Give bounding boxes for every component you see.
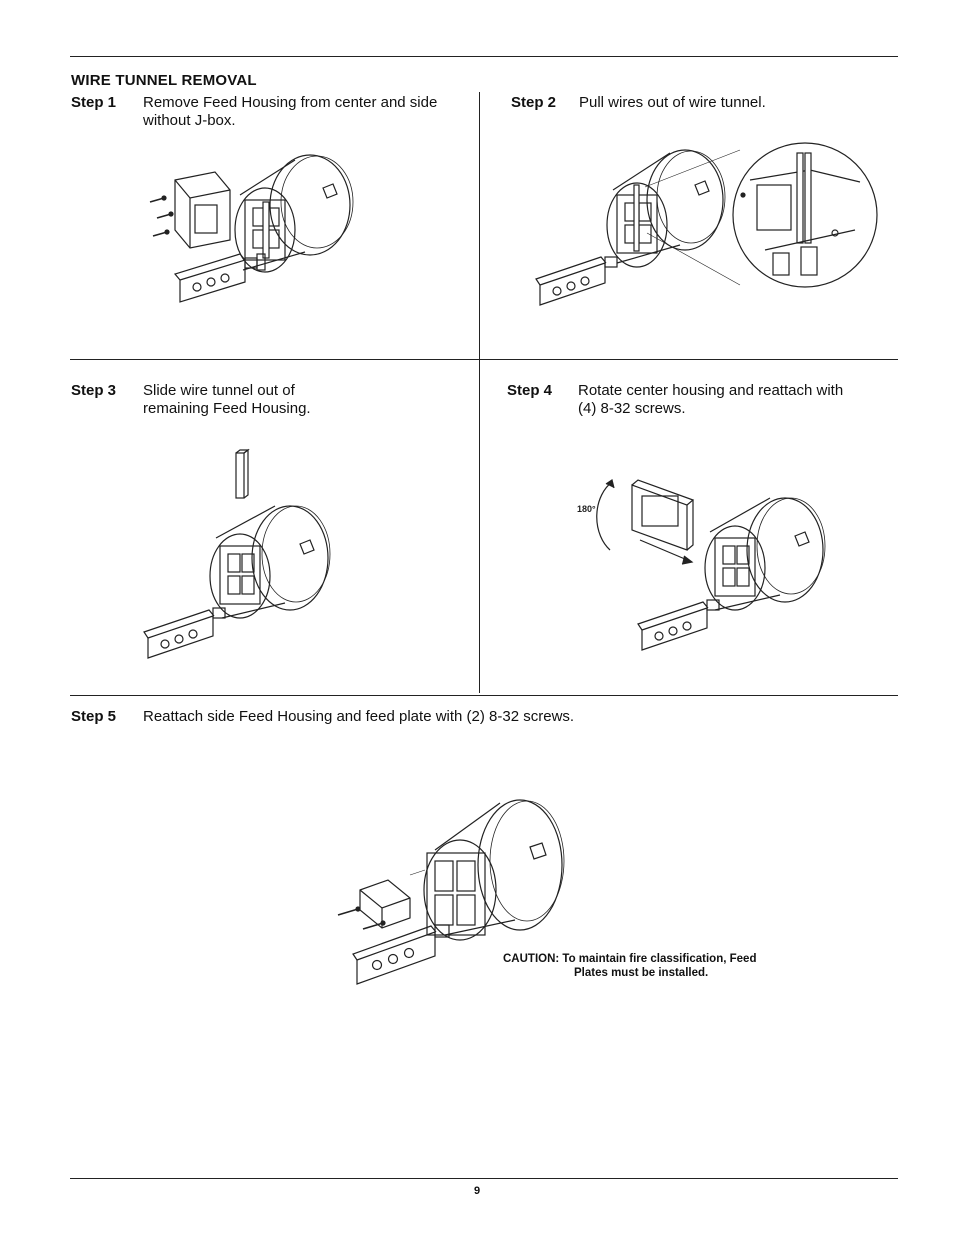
step-2-line-1: Pull wires out of wire tunnel.	[579, 94, 766, 111]
step-3-text: Slide wire tunnel out of remaining Feed …	[143, 382, 473, 418]
step-4-line-1: Rotate center housing and reattach with	[578, 382, 844, 399]
step-3-line-1: Slide wire tunnel out of	[143, 382, 295, 399]
top-rule	[70, 56, 898, 57]
section-title: WIRE TUNNEL REMOVAL	[71, 72, 257, 89]
step-2-label: Step 2	[511, 94, 557, 111]
caution-line-1: CAUTION: To maintain fire classification…	[503, 953, 757, 965]
step-3-line-2: remaining Feed Housing.	[143, 400, 311, 417]
step-1-line-2: without J-box.	[143, 112, 236, 129]
step-1-illustration	[149, 154, 354, 303]
step-3-label: Step 3	[71, 382, 117, 399]
step-2-text: Pull wires out of wire tunnel.	[579, 94, 909, 112]
step-5-illustration	[337, 799, 565, 985]
row-divider-2	[70, 695, 898, 696]
step-4-illustration: 180°	[577, 479, 826, 651]
step-5-text: Reattach side Feed Housing and feed plat…	[143, 708, 743, 726]
vertical-divider	[479, 92, 480, 693]
row-divider-1	[70, 359, 898, 360]
step-2-illustration	[535, 142, 878, 306]
page-number: 9	[473, 1185, 481, 1197]
bottom-rule	[70, 1178, 898, 1179]
step-5-line-1: Reattach side Feed Housing and feed plat…	[143, 708, 575, 725]
step-4-label: Step 4	[507, 382, 553, 399]
step-1-line-1: Remove Feed Housing from center and side	[143, 94, 438, 111]
step-4-line-2: (4) 8-32 screws.	[578, 400, 686, 417]
caution-note: CAUTION: To maintain fire classification…	[503, 952, 756, 980]
step-5-label: Step 5	[71, 708, 117, 725]
step-1-text: Remove Feed Housing from center and side…	[143, 94, 473, 130]
step-3-illustration	[143, 448, 331, 659]
rotation-angle-label: 180°	[577, 504, 596, 514]
step-4-text: Rotate center housing and reattach with …	[578, 382, 908, 418]
step-1-label: Step 1	[71, 94, 117, 111]
caution-line-2: Plates must be installed.	[574, 967, 709, 979]
